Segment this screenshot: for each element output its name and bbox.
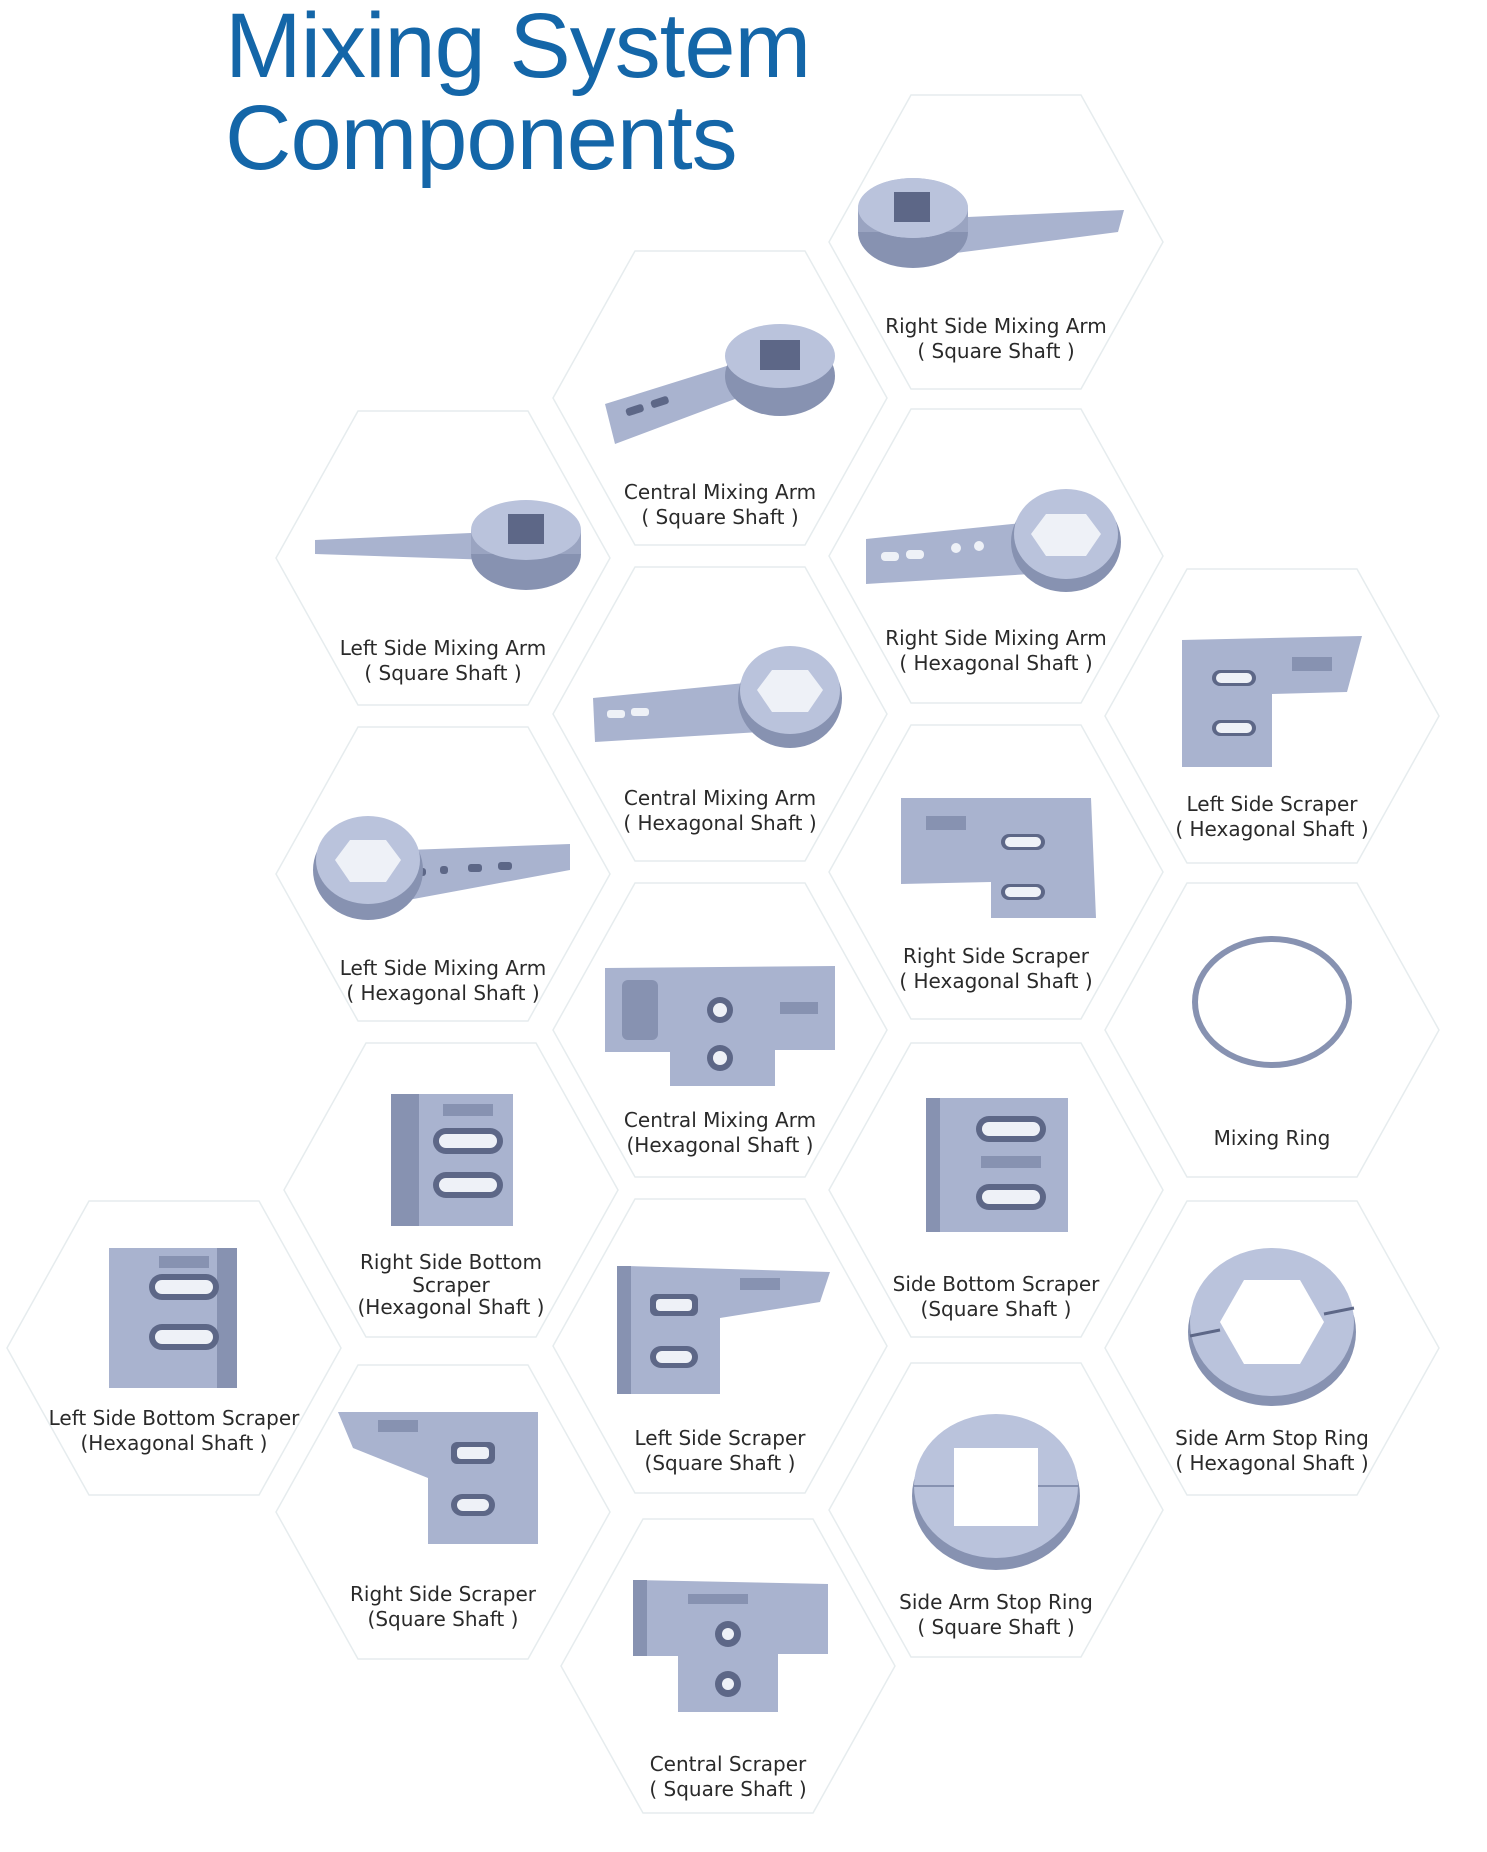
central-blade-hex-icon: [605, 966, 835, 1086]
component-label: Central Mixing Arm ( Hexagonal Shaft ): [550, 786, 890, 836]
component-label: Right Side Bottom Scraper (Hexagonal Sha…: [281, 1250, 621, 1320]
component-tile: Side Arm Stop Ring ( Square Shaft ): [826, 1360, 1166, 1660]
component-tile: Side Bottom Scraper (Square Shaft ): [826, 1040, 1166, 1340]
label-line-2: (Square Shaft ): [367, 1607, 519, 1631]
label-line-2: ( Hexagonal Shaft ): [1175, 817, 1369, 841]
scraper-right-hex-icon: [901, 798, 1096, 918]
label-line-2: ( Square Shaft ): [649, 1777, 807, 1801]
label-line-1: Right Side Bottom: [360, 1250, 542, 1274]
component-label: Central Scraper ( Square Shaft ): [558, 1752, 898, 1802]
label-line-1: Central Scraper: [649, 1752, 807, 1776]
component-tile: Left Side Mixing Arm ( Square Shaft ): [273, 408, 613, 708]
label-line-1: Right Side Mixing Arm: [885, 314, 1107, 338]
component-tile: Right Side Mixing Arm ( Square Shaft ): [826, 92, 1166, 392]
label-line-1: Central Mixing Arm: [623, 786, 817, 810]
central-scraper-square-icon: [633, 1580, 828, 1712]
label-line-1: Left Side Scraper: [634, 1426, 806, 1450]
label-line-2: ( Hexagonal Shaft ): [899, 969, 1093, 993]
component-label: Left Side Bottom Scraper (Hexagonal Shaf…: [4, 1406, 344, 1456]
label-line-2: (Hexagonal Shaft ): [80, 1431, 268, 1455]
label-line-1: Side Bottom Scraper: [892, 1272, 1100, 1296]
component-tile: Right Side Bottom Scraper (Hexagonal Sha…: [281, 1040, 621, 1340]
stop-ring-square-icon: [912, 1414, 1080, 1570]
label-line-2: ( Hexagonal Shaft ): [623, 811, 817, 835]
component-tile: Left Side Scraper ( Hexagonal Shaft ): [1102, 566, 1442, 866]
component-tile: Central Mixing Arm (Hexagonal Shaft ): [550, 880, 890, 1180]
label-line-2: ( Hexagonal Shaft ): [346, 981, 540, 1005]
scraper-left-square-icon: [617, 1266, 830, 1394]
component-tile: Central Scraper ( Square Shaft ): [558, 1516, 898, 1816]
component-label: Left Side Scraper (Square Shaft ): [550, 1426, 890, 1476]
arm-square-left-icon: [315, 500, 581, 590]
component-label: Mixing Ring: [1102, 1126, 1442, 1151]
label-line-1: Left Side Mixing Arm: [339, 956, 547, 980]
label-line-2: ( Hexagonal Shaft ): [1175, 1451, 1369, 1475]
label-line-1: Right Side Scraper: [902, 944, 1090, 968]
arm-hex-left-icon: [313, 816, 570, 920]
arm-hex-central-icon: [593, 646, 842, 748]
component-tile: Central Mixing Arm ( Square Shaft ): [550, 248, 890, 548]
label-line-1: Right Side Mixing Arm: [885, 626, 1107, 650]
label-line-3: (Hexagonal Shaft ): [357, 1295, 545, 1319]
bottom-scraper-left-hex-icon: [109, 1248, 237, 1388]
label-line-2: ( Square Shaft ): [641, 505, 799, 529]
component-label: Right Side Scraper (Square Shaft ): [273, 1582, 613, 1632]
page-title: Mixing System Components: [225, 0, 811, 189]
arm-square-central-icon: [605, 324, 835, 444]
label-line-2: ( Hexagonal Shaft ): [899, 651, 1093, 675]
label-line-1: Side Arm Stop Ring: [1175, 1426, 1369, 1450]
component-tile: Central Mixing Arm ( Hexagonal Shaft ): [550, 564, 890, 864]
component-label: Right Side Scraper ( Hexagonal Shaft ): [826, 944, 1166, 994]
component-label: Right Side Mixing Arm ( Square Shaft ): [826, 314, 1166, 364]
component-tile: Left Side Mixing Arm ( Hexagonal Shaft ): [273, 724, 613, 1024]
mixing-ring-icon: [1192, 936, 1352, 1068]
stop-ring-hex-icon: [1188, 1248, 1356, 1406]
scraper-right-square-icon: [338, 1412, 538, 1544]
arm-hex-right-icon: [866, 489, 1121, 592]
arm-square-right-icon: [858, 178, 1124, 268]
title-line-2: Components: [225, 87, 738, 189]
label-line-2: (Square Shaft ): [920, 1297, 1072, 1321]
component-label: Right Side Mixing Arm ( Hexagonal Shaft …: [826, 626, 1166, 676]
component-tile: Left Side Scraper (Square Shaft ): [550, 1196, 890, 1496]
label-line-1: Mixing Ring: [1213, 1126, 1331, 1150]
component-label: Central Mixing Arm (Hexagonal Shaft ): [550, 1108, 890, 1158]
label-line-2: ( Square Shaft ): [917, 339, 1075, 363]
component-tile: Mixing Ring: [1102, 880, 1442, 1180]
scraper-left-hex-icon: [1182, 636, 1362, 767]
label-line-2: (Square Shaft ): [644, 1451, 796, 1475]
label-line-2: ( Square Shaft ): [917, 1615, 1075, 1639]
component-tile: Side Arm Stop Ring ( Hexagonal Shaft ): [1102, 1198, 1442, 1498]
component-tile: Right Side Scraper (Square Shaft ): [273, 1362, 613, 1662]
title-line-1: Mixing System: [225, 0, 811, 97]
component-label: Left Side Mixing Arm ( Hexagonal Shaft ): [273, 956, 613, 1006]
label-line-1: Central Mixing Arm: [623, 1108, 817, 1132]
label-line-1: Left Side Scraper: [1186, 792, 1358, 816]
label-line-1: Side Arm Stop Ring: [899, 1590, 1093, 1614]
component-label: Side Arm Stop Ring ( Hexagonal Shaft ): [1102, 1426, 1442, 1476]
label-line-2: (Hexagonal Shaft ): [626, 1133, 814, 1157]
label-line-2: ( Square Shaft ): [364, 661, 522, 685]
component-label: Central Mixing Arm ( Square Shaft ): [550, 480, 890, 530]
side-bottom-scraper-square-icon: [926, 1098, 1068, 1232]
component-label: Side Arm Stop Ring ( Square Shaft ): [826, 1590, 1166, 1640]
label-line-1: Right Side Scraper: [349, 1582, 537, 1606]
component-tile: Right Side Mixing Arm ( Hexagonal Shaft …: [826, 406, 1166, 706]
label-line-1: Central Mixing Arm: [623, 480, 817, 504]
bottom-scraper-right-hex-icon: [391, 1094, 513, 1226]
component-label: Left Side Scraper ( Hexagonal Shaft ): [1102, 792, 1442, 842]
label-line-1: Left Side Mixing Arm: [339, 636, 547, 660]
component-label: Left Side Mixing Arm ( Square Shaft ): [273, 636, 613, 686]
label-line-1: Left Side Bottom Scraper: [48, 1406, 300, 1430]
component-label: Side Bottom Scraper (Square Shaft ): [826, 1272, 1166, 1322]
component-tile: Right Side Scraper ( Hexagonal Shaft ): [826, 722, 1166, 1022]
component-tile: Left Side Bottom Scraper (Hexagonal Shaf…: [4, 1198, 344, 1498]
label-line-2: Scraper: [412, 1273, 490, 1297]
